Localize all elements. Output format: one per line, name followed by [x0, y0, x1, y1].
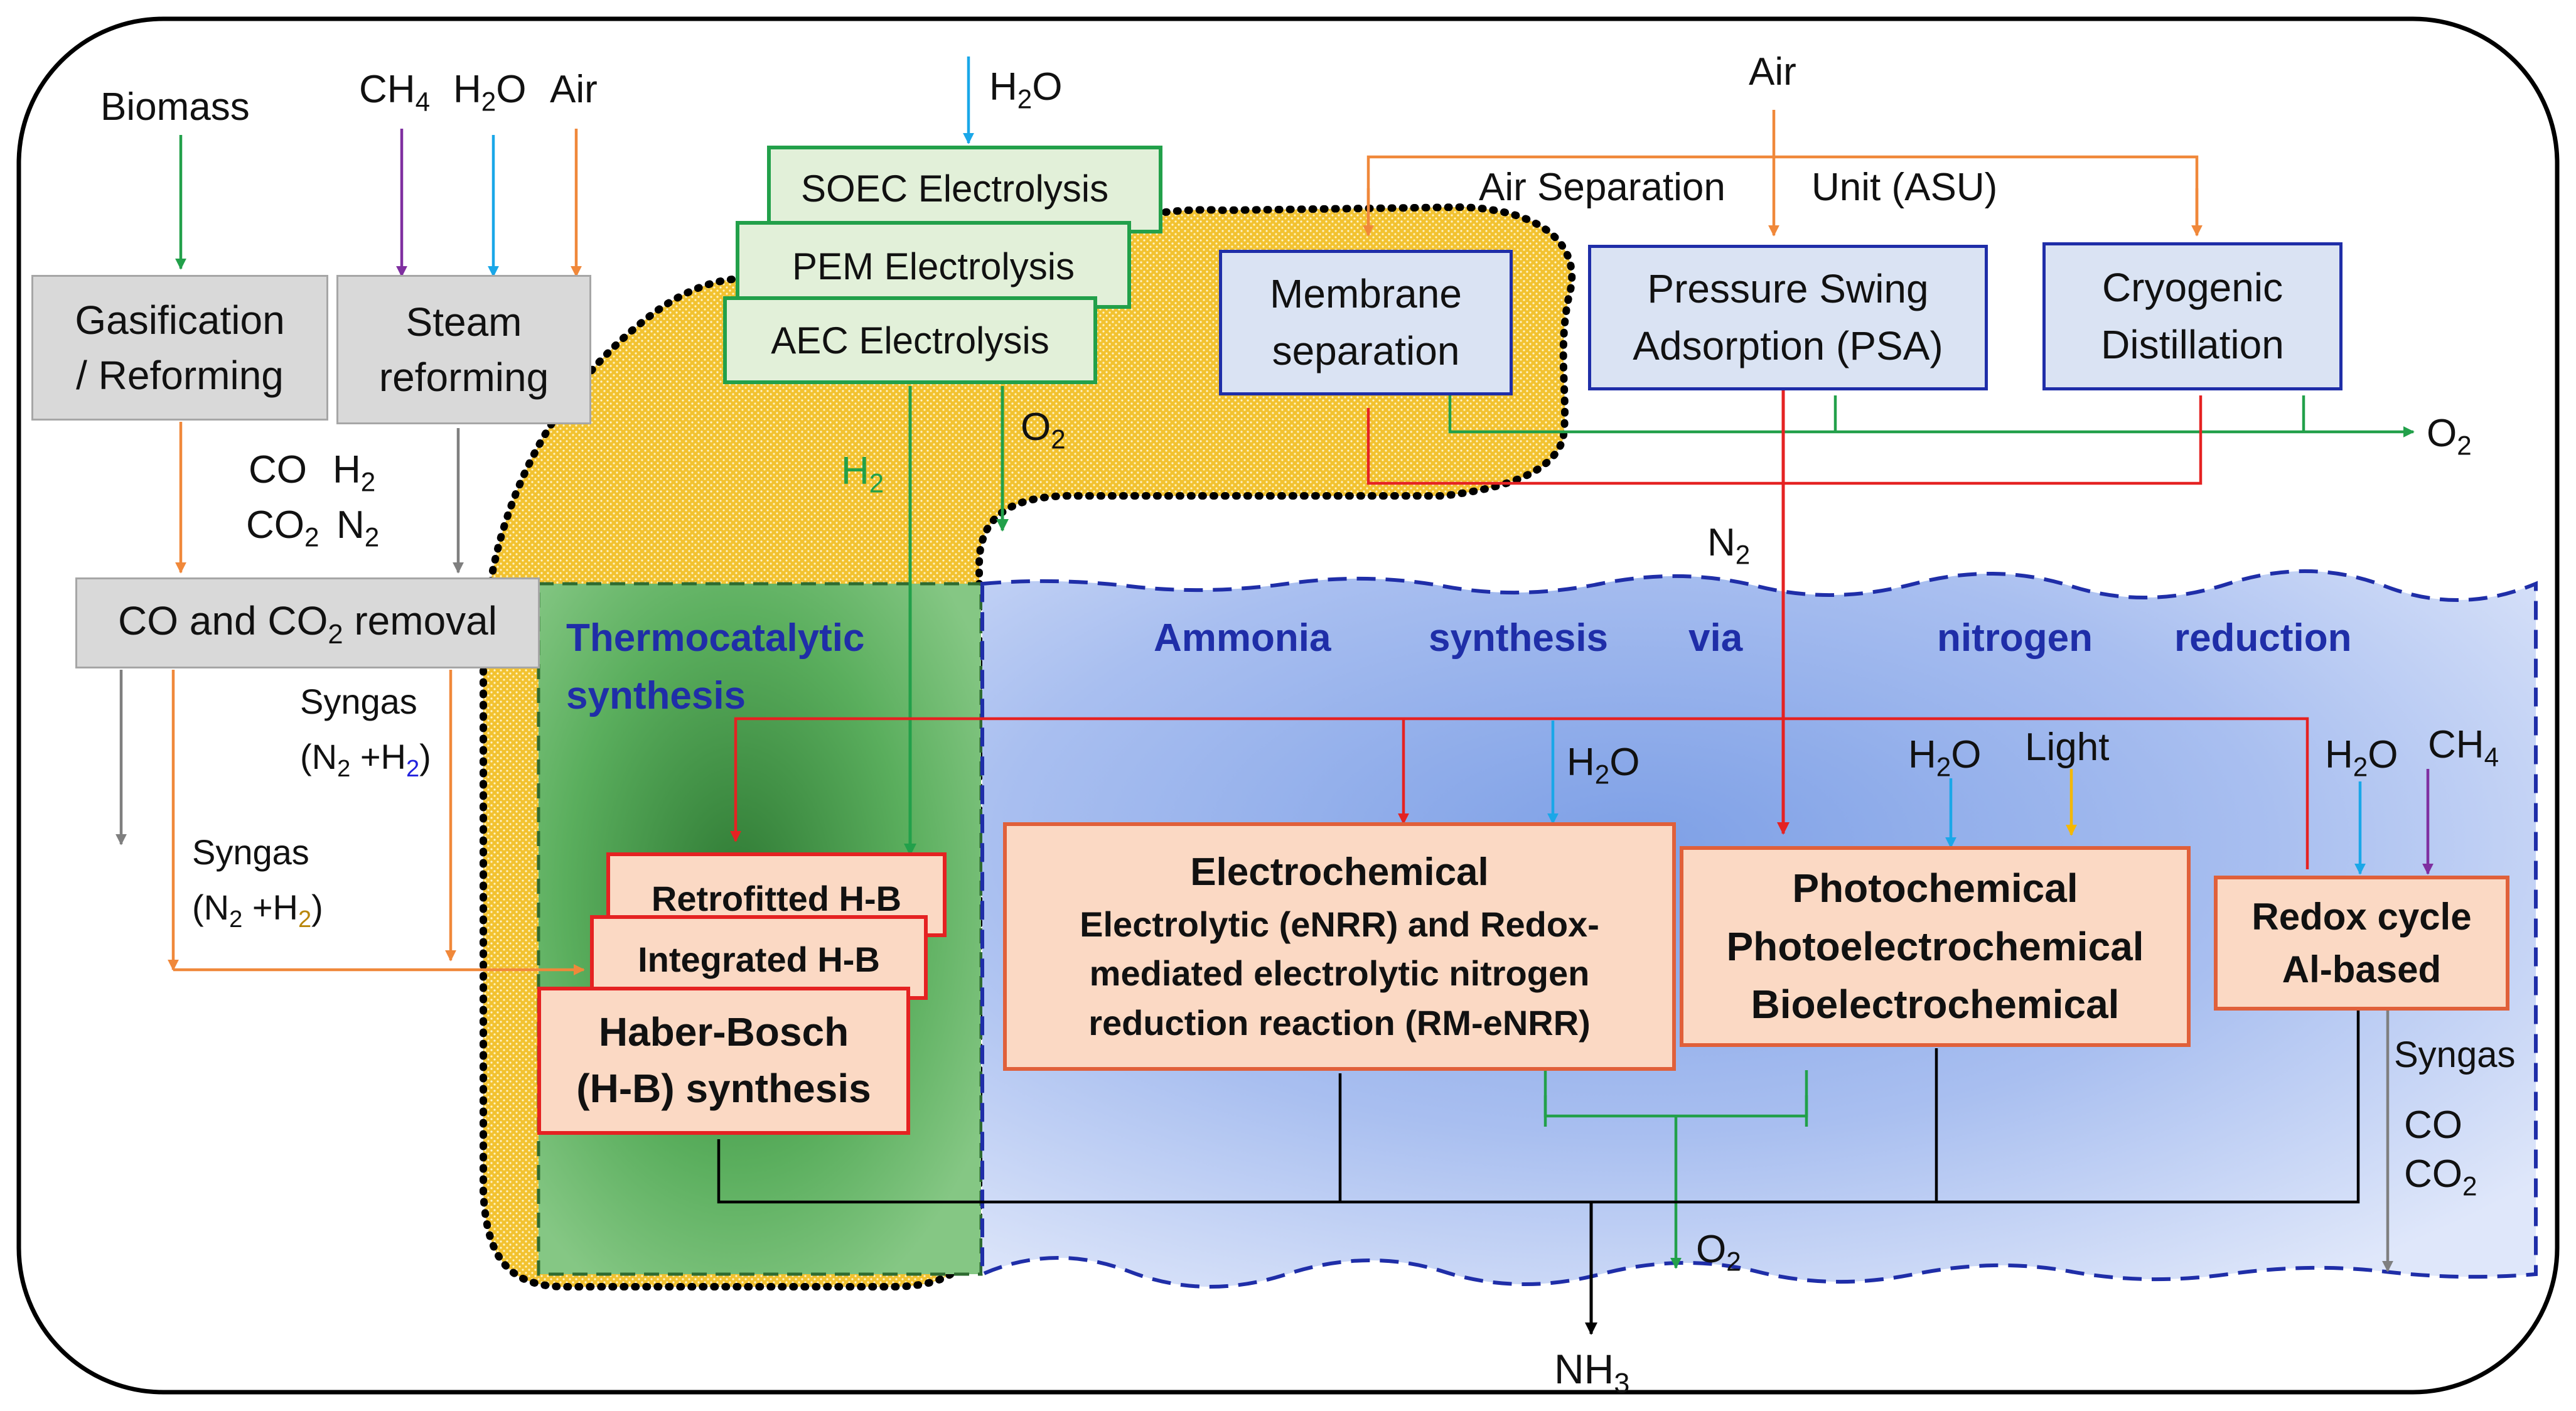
cryogenic-distillation-box: Cryogenic Distillation [2042, 242, 2343, 390]
co2-redox-label: CO2 [2404, 1152, 2477, 1201]
h2o-photochemical-label: H2O [1908, 733, 1982, 782]
soec-electrolysis-box: SOEC Electrolysis [767, 146, 1162, 233]
asu-label-1: Air Separation [1479, 166, 1725, 209]
photochemical-line-3: Bioelectrochemical [1751, 982, 2120, 1027]
air-asu-label: Air [1749, 50, 1796, 94]
psa-box: Pressure Swing Adsorption (PSA) [1588, 245, 1988, 390]
gasification-line-1: Gasification [75, 297, 285, 343]
haber-bosch-line-1: Haber-Bosch [598, 1009, 849, 1055]
retrofitted-hb-label: Retrofitted H-B [651, 879, 902, 918]
haber-bosch-box: Haber-Bosch (H-B) synthesis [537, 987, 910, 1135]
light-label: Light [2025, 726, 2110, 769]
o2-asu-label: O2 [2427, 412, 2472, 461]
o2-bottom-label: O2 [1696, 1228, 1741, 1277]
h2o-redox-label: H2O [2325, 733, 2398, 782]
nh3-label: NH3 [1554, 1346, 1630, 1399]
redox-line-1: Redox cycle [2251, 895, 2472, 938]
soec-label: SOEC Electrolysis [801, 168, 1109, 210]
aec-label: AEC Electrolysis [771, 319, 1049, 362]
syngas-formula-right: (N2 +H2) [300, 737, 431, 783]
cryogenic-line-2: Distillation [2101, 322, 2284, 367]
photochemical-line-1: Photochemical [1792, 865, 2078, 911]
syngas-formula-left: (N2 +H2) [192, 888, 323, 933]
co-redox-label: CO [2404, 1103, 2462, 1147]
biomass-label: Biomass [100, 85, 250, 129]
co-removal-label: CO and CO2 removal [118, 598, 497, 650]
electrochemical-line-4: reduction reaction (RM-eNRR) [1088, 1002, 1591, 1043]
ch4-input-label: CH4 [359, 68, 431, 117]
ch4-redox-label: CH4 [2428, 723, 2499, 772]
ammonia-label-5: reduction [2174, 616, 2352, 660]
h2o-input-label: H2O [453, 68, 527, 117]
h2-product-label: H2 [841, 449, 884, 498]
ammonia-label-3: via [1688, 616, 1743, 660]
steam-reforming-box: Steam reforming [336, 275, 591, 424]
air-input-label: Air [550, 68, 598, 111]
cryogenic-line-1: Cryogenic [2101, 265, 2284, 311]
ammonia-label-2: synthesis [1429, 616, 1609, 660]
gasification-reforming-box: Gasification / Reforming [31, 275, 328, 421]
co2-label: CO2 [246, 503, 319, 552]
redox-line-2: Al-based [2282, 948, 2442, 990]
h2o-electrolysis-label: H2O [989, 65, 1063, 114]
gasification-line-2: / Reforming [76, 353, 284, 398]
membrane-line-2: separation [1272, 328, 1460, 373]
thermo-label-2: synthesis [566, 674, 746, 717]
redox-cycle-box: Redox cycle Al-based [2214, 876, 2509, 1011]
aec-electrolysis-box: AEC Electrolysis [723, 296, 1097, 384]
haber-bosch-line-2: (H-B) synthesis [576, 1066, 871, 1111]
psa-line-2: Adsorption (PSA) [1633, 323, 1943, 368]
n2-asu-label: N2 [1707, 521, 1751, 570]
h2o-electrochemical-label: H2O [1567, 741, 1640, 790]
photochemical-line-2: Photoelectrochemical [1726, 923, 2144, 969]
co-co2-removal-box: CO and CO2 removal [75, 577, 540, 668]
membrane-separation-box: Membrane separation [1219, 250, 1513, 395]
psa-line-1: Pressure Swing [1647, 266, 1929, 312]
pem-label: PEM Electrolysis [792, 245, 1075, 287]
steam-reforming-line-1: Steam [405, 299, 522, 345]
syngas-label-left: Syngas [192, 832, 309, 872]
electrochemical-line-3: mediated electrolytic nitrogen [1089, 953, 1590, 994]
electrochemical-line-1: Electrochemical [1190, 850, 1489, 894]
n2-label: N2 [336, 503, 380, 552]
thermo-label-1: Thermocatalytic [566, 616, 865, 660]
ammonia-label-4: nitrogen [1937, 616, 2093, 660]
steam-reforming-line-2: reforming [378, 355, 549, 400]
co-label: CO [249, 448, 307, 491]
syngas-label-right: Syngas [300, 682, 417, 721]
electrochemical-line-2: Electrolytic (eNRR) and Redox- [1080, 904, 1599, 944]
ammonia-label-1: Ammonia [1154, 616, 1331, 660]
electrochemical-box: Electrochemical Electrolytic (eNRR) and … [1003, 822, 1676, 1071]
syngas-redox-label: Syngas [2394, 1034, 2516, 1075]
membrane-line-1: Membrane [1270, 271, 1462, 317]
h2-label: H2 [333, 448, 376, 497]
photochemical-box: Photochemical Photoelectrochemical Bioel… [1680, 846, 2191, 1047]
integrated-hb-label: Integrated H-B [638, 940, 880, 979]
pem-electrolysis-box: PEM Electrolysis [736, 221, 1131, 309]
o2-electrolysis-label: O2 [1021, 405, 1066, 454]
asu-label-2: Unit (ASU) [1811, 166, 1998, 209]
